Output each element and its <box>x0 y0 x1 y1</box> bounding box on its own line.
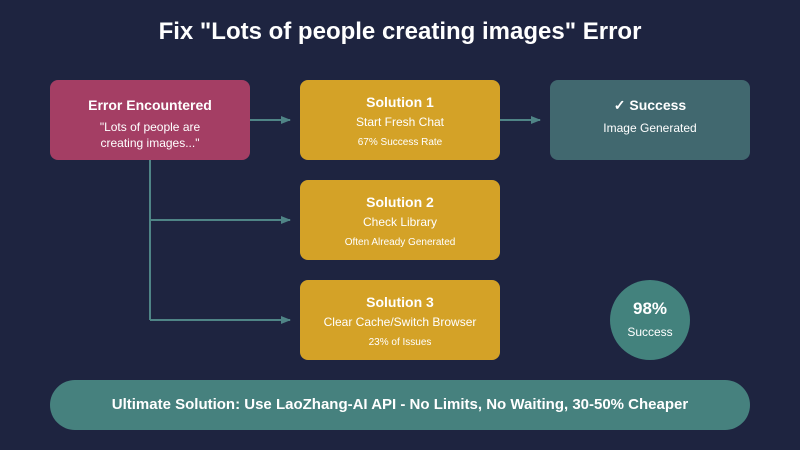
success-heading: ✓ Success <box>613 97 687 113</box>
error-message-line1: "Lots of people are <box>99 120 201 134</box>
solution-1-action: Start Fresh Chat <box>355 115 445 129</box>
solution-3-action: Clear Cache/Switch Browser <box>323 315 477 329</box>
solution-3-note: 23% of Issues <box>368 337 432 348</box>
error-box: Error Encountered "Lots of people are cr… <box>50 80 250 160</box>
solution-2-note: Often Already Generated <box>344 237 456 248</box>
solution-1-heading: Solution 1 <box>366 94 434 110</box>
ultimate-solution-banner: Ultimate Solution: Use LaoZhang-AI API -… <box>50 380 750 430</box>
success-rate-circle: 98% Success <box>610 280 690 360</box>
success-rate-label: Success <box>627 325 673 339</box>
solution-2-action: Check Library <box>362 215 438 229</box>
solution-1-note: 67% Success Rate <box>357 137 443 148</box>
solution-3-box: Solution 3 Clear Cache/Switch Browser 23… <box>300 280 500 360</box>
error-message-line2: creating images..." <box>100 136 200 150</box>
diagram-title: Fix "Lots of people creating images" Err… <box>158 18 642 45</box>
solution-2-box: Solution 2 Check Library Often Already G… <box>300 180 500 260</box>
solution-2-heading: Solution 2 <box>366 194 434 210</box>
error-heading: Error Encountered <box>88 97 212 113</box>
solution-1-box: Solution 1 Start Fresh Chat 67% Success … <box>300 80 500 160</box>
success-detail: Image Generated <box>603 121 697 135</box>
solution-3-heading: Solution 3 <box>366 294 434 310</box>
success-box: ✓ Success Image Generated <box>550 80 750 160</box>
success-rate-value: 98% <box>632 299 668 318</box>
